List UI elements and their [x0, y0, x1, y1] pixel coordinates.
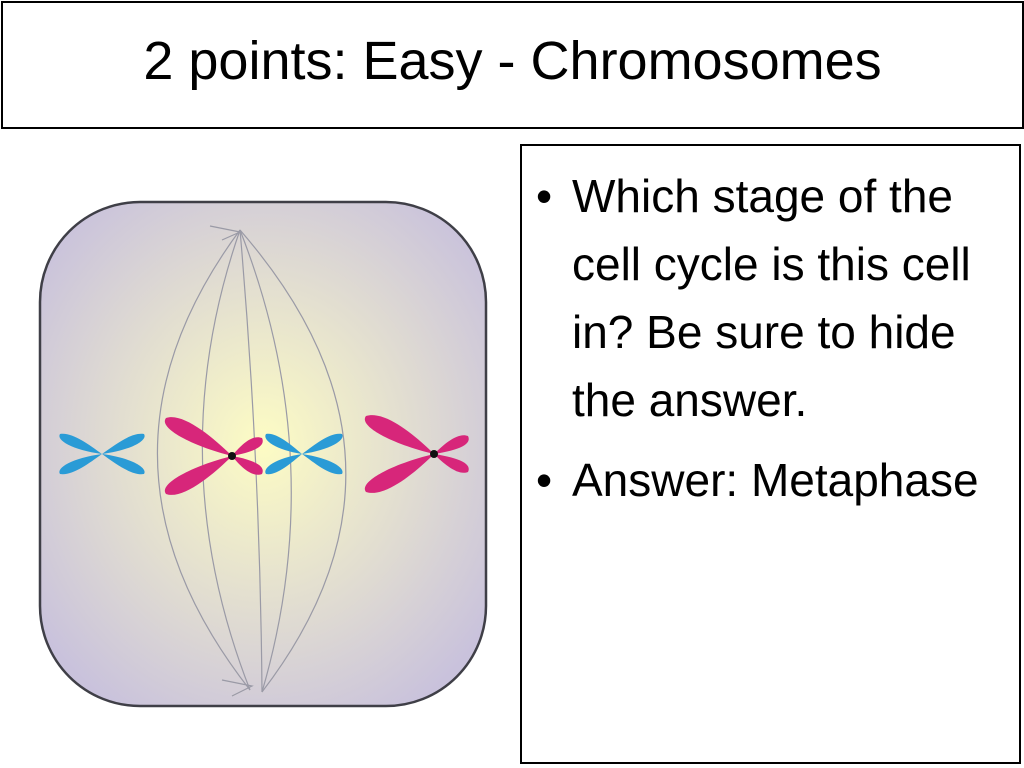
centromere [430, 450, 438, 458]
question-text-box: • Which stage of the cell cycle is this … [520, 144, 1021, 764]
bullet-glyph: • [536, 170, 553, 222]
slide-title: 2 points: Easy - Chromosomes [143, 31, 882, 91]
spindle-fiber [239, 229, 263, 693]
chromosome-blue-2 [265, 433, 343, 475]
bullet-list: • Which stage of the cell cycle is this … [522, 146, 1019, 514]
chromosome-group [59, 415, 469, 495]
slide-title-box: 2 points: Easy - Chromosomes [1, 1, 1024, 129]
chromosome-pink-2 [364, 415, 469, 493]
bullet-text: Which stage of the cell cycle is this ce… [572, 170, 971, 426]
bullet-glyph: • [536, 454, 553, 506]
spindle-fiber [156, 229, 251, 691]
spindle-fiber [201, 229, 251, 691]
metaphase-cell-diagram [0, 140, 520, 768]
cell-membrane [38, 200, 488, 708]
spindle-fibers [156, 225, 347, 697]
chromosome-blue-1 [59, 433, 145, 475]
spindle-fiber [221, 679, 254, 697]
bullet-item-question: • Which stage of the cell cycle is this … [536, 162, 1003, 434]
chromosome-pink-1 [164, 417, 263, 495]
spindle-fiber [209, 225, 242, 241]
centromere [228, 452, 236, 460]
bullet-item-answer: • Answer: Metaphase [536, 446, 1003, 514]
spindle-fiber [239, 229, 347, 693]
bullet-text: Answer: Metaphase [572, 454, 979, 506]
cell-svg [38, 200, 488, 708]
